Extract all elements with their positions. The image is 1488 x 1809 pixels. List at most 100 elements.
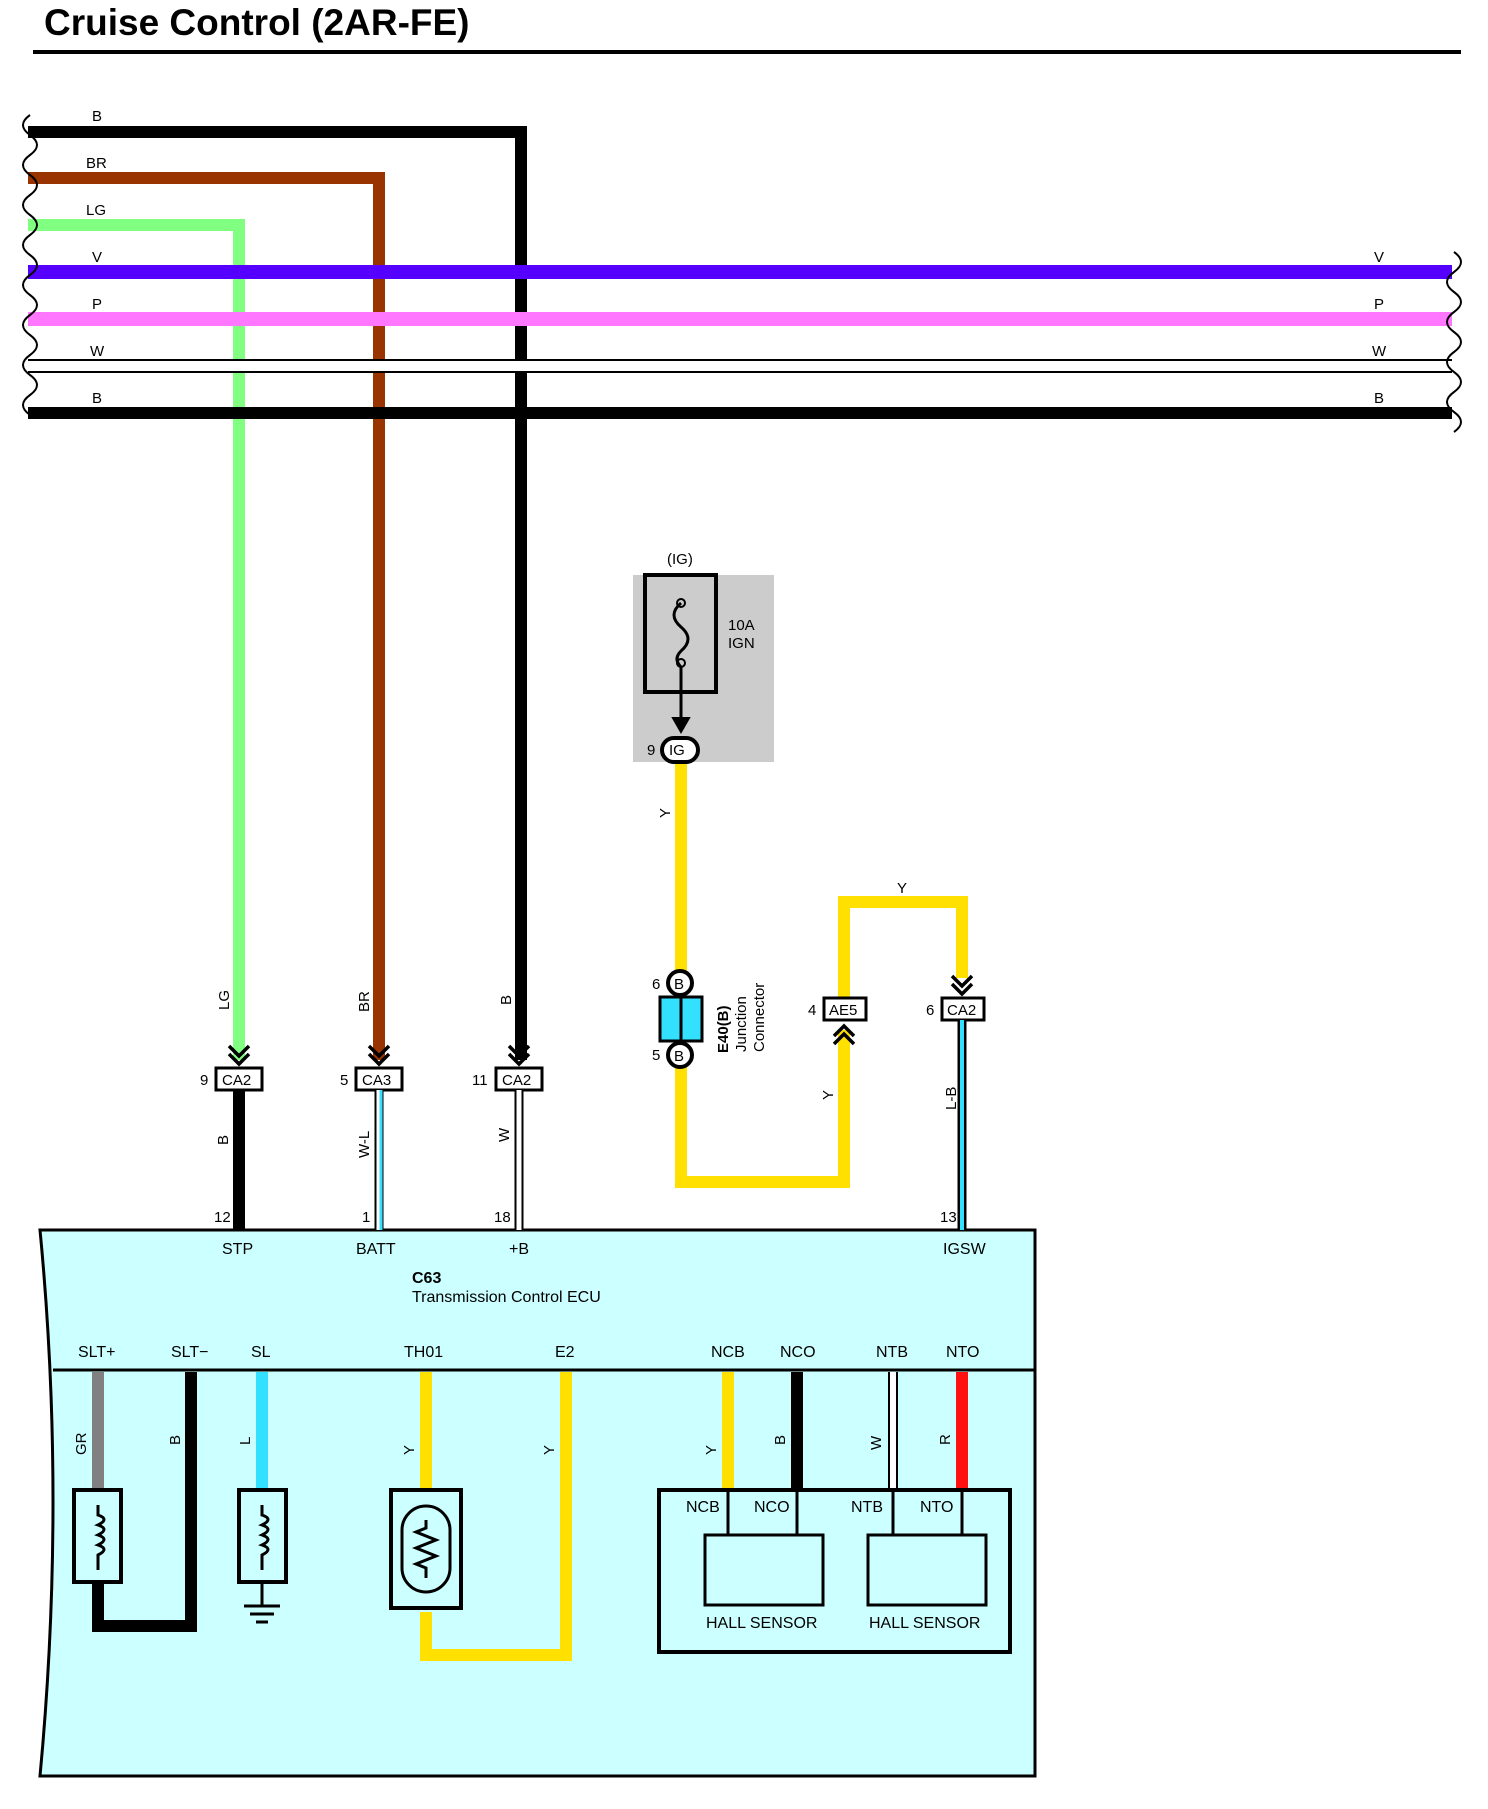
bus-wire-BR bbox=[28, 172, 385, 1060]
hall-sensor-label-2: HALL SENSOR bbox=[869, 1615, 980, 1632]
fuse-connector-label: IG bbox=[669, 742, 685, 759]
batt-wire-out-label: W-L bbox=[356, 1131, 373, 1158]
hall-pin-label: NTO bbox=[920, 1499, 953, 1516]
fuse-connector bbox=[660, 736, 700, 764]
junction-letter-bottom: B bbox=[674, 1048, 684, 1065]
ecu-code: C63 bbox=[412, 1270, 441, 1287]
hall-pin-label: NCO bbox=[754, 1499, 790, 1516]
wire-y-junction-to-ae5 bbox=[675, 1030, 850, 1188]
bus-wires bbox=[28, 126, 1452, 1060]
ecu-terminal-label: TH01 bbox=[404, 1344, 443, 1361]
plusb-wire-out-label: W bbox=[496, 1127, 513, 1142]
ecu-name: Transmission Control ECU bbox=[412, 1289, 601, 1306]
ecu-terminal-label: NTO bbox=[946, 1344, 979, 1361]
fuse-group-label: (IG) bbox=[667, 551, 693, 568]
sl-solenoid: L bbox=[237, 1372, 288, 1624]
hall-sensor-2 bbox=[866, 1533, 988, 1607]
fuse-name: IGN bbox=[728, 635, 755, 652]
ecu-terminal-label: SL bbox=[251, 1344, 271, 1361]
stp-pin: 9 bbox=[200, 1072, 208, 1089]
ae5-label: AE5 bbox=[829, 1002, 857, 1019]
ground-icon bbox=[244, 1604, 280, 1624]
bus-label-left: B bbox=[92, 390, 102, 407]
wire-label-l: L bbox=[237, 1437, 254, 1445]
fuse-rating: 10A bbox=[728, 617, 755, 634]
bus-label-left: BR bbox=[86, 155, 107, 172]
batt-terminal: BATT bbox=[356, 1241, 396, 1258]
hall-pin-label: NCB bbox=[686, 1499, 720, 1516]
page-title: Cruise Control (2AR-FE) bbox=[44, 2, 470, 43]
ae5-pin: 4 bbox=[808, 1002, 816, 1019]
batt-wire-in-label: BR bbox=[356, 991, 373, 1012]
wire-label-b: B bbox=[772, 1435, 789, 1445]
fuse-block: (IG) 10A IGN 9 IG bbox=[633, 551, 774, 764]
junction-desc-1: Junction bbox=[733, 996, 750, 1052]
plusb-wire-in-label: B bbox=[498, 995, 515, 1005]
fuse-arrow bbox=[671, 717, 691, 735]
connector-igsw: 6 CA2 L-B 13 IGSW bbox=[926, 974, 987, 1258]
wire-label-y: Y bbox=[820, 1090, 837, 1100]
ecu-terminal-label: NCB bbox=[711, 1344, 745, 1361]
igsw-wire-label: L-B bbox=[943, 1087, 960, 1110]
bus-wire-LG bbox=[28, 219, 245, 1060]
wire-y-ae5-to-ca2 bbox=[838, 896, 968, 1000]
hall-pin-label: NTB bbox=[851, 1499, 883, 1516]
plusb-ecu-pin: 18 bbox=[494, 1209, 511, 1226]
stp-terminal: STP bbox=[222, 1241, 253, 1258]
plusb-pin: 11 bbox=[472, 1072, 488, 1089]
stp-ecu-pin: 12 bbox=[214, 1209, 231, 1226]
igsw-connector-label: CA2 bbox=[947, 1002, 976, 1019]
wire-label-y: Y bbox=[401, 1445, 418, 1455]
junction-desc-2: Connector bbox=[751, 983, 768, 1052]
bus-wire-B-top bbox=[28, 126, 527, 1060]
connector-batt: BR 5 CA3 W-L 1 BATT bbox=[340, 991, 404, 1258]
wire-label-y: Y bbox=[657, 808, 674, 818]
title-underline bbox=[33, 50, 1461, 54]
batt-pin: 5 bbox=[340, 1072, 348, 1089]
bus-label-left: B bbox=[92, 108, 102, 125]
connector-ae5: 4 AE5 bbox=[808, 996, 868, 1046]
fuse-shaded-area bbox=[633, 575, 774, 762]
ecu-terminal-label: SLT− bbox=[171, 1344, 209, 1361]
slt-solenoid: GR B bbox=[72, 1372, 197, 1632]
connector-plusb: B 11 CA2 W 18 +B bbox=[472, 995, 544, 1258]
wire-label-w: W bbox=[868, 1435, 885, 1450]
fuse-pin-number: 9 bbox=[647, 742, 655, 759]
igsw-terminal: IGSW bbox=[943, 1241, 987, 1258]
junction-pin-bottom: 5 bbox=[652, 1047, 660, 1064]
hall-sensor-block: Y B W R NCB NCO NTB NTO HALL SENSOR HALL… bbox=[657, 1372, 1012, 1654]
batt-ecu-pin: 1 bbox=[362, 1209, 370, 1226]
igsw-ecu-pin: 13 bbox=[940, 1209, 957, 1226]
igsw-pin: 6 bbox=[926, 1002, 934, 1019]
junction-connector: 6 B 5 B E40(B) Junction Connector bbox=[652, 969, 768, 1069]
break-line-right bbox=[1446, 251, 1462, 433]
break-line-left bbox=[22, 114, 38, 416]
junction-name: E40(B) bbox=[715, 1005, 732, 1053]
wire-label-y: Y bbox=[703, 1445, 720, 1455]
bus-label-right: V bbox=[1374, 249, 1384, 266]
hall-sensor-1 bbox=[703, 1533, 825, 1607]
wire-label-b: B bbox=[167, 1435, 184, 1445]
bus-label-left: W bbox=[90, 343, 105, 360]
junction-pin-top: 6 bbox=[652, 976, 660, 993]
stp-wire-out-label: B bbox=[215, 1135, 232, 1145]
plusb-terminal: +B bbox=[509, 1241, 529, 1258]
ecu-terminal-label: NCO bbox=[780, 1344, 816, 1361]
stp-wire-in-label: LG bbox=[216, 990, 233, 1010]
bus-label-left: P bbox=[92, 296, 102, 313]
bus-label-right: B bbox=[1374, 390, 1384, 407]
bus-label-right: P bbox=[1374, 296, 1384, 313]
wire-label-y: Y bbox=[897, 880, 907, 897]
ae5-box bbox=[822, 996, 868, 1022]
bus-label-right: W bbox=[1372, 343, 1387, 360]
stp-connector-label: CA2 bbox=[222, 1072, 251, 1089]
connector-stp: LG 9 CA2 B 12 STP bbox=[200, 990, 264, 1258]
wire-label-y: Y bbox=[541, 1445, 558, 1455]
th01-thermistor: Y Y bbox=[389, 1372, 572, 1661]
bus-label-left: LG bbox=[86, 202, 106, 219]
wire-label-gr: GR bbox=[73, 1432, 90, 1455]
plusb-connector-label: CA2 bbox=[502, 1072, 531, 1089]
batt-connector-label: CA3 bbox=[362, 1072, 391, 1089]
ecu-terminal-label: SLT+ bbox=[78, 1344, 116, 1361]
